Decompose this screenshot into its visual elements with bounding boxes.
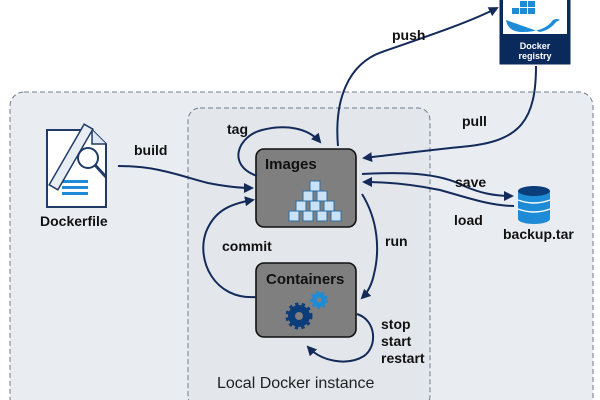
run-arrow [360, 193, 379, 300]
tag-arrow [237, 126, 322, 177]
save-label: save [455, 174, 487, 190]
database-icon [517, 186, 551, 224]
gear-icon [285, 291, 328, 330]
restart-label: restart [381, 350, 425, 366]
commit-label: commit [222, 238, 272, 254]
stacked-cubes-icon [288, 180, 342, 222]
tag-label: tag [227, 121, 248, 137]
dockerfile-label: Dockerfile [40, 213, 108, 229]
push-arrow [336, 7, 499, 147]
build-arrow [117, 165, 254, 193]
local-docker-instance-label: Local Docker instance [217, 375, 375, 392]
commit-arrow [202, 196, 257, 299]
images-label: Images [265, 156, 317, 173]
run-label: run [385, 233, 408, 249]
containers-label: Containers [266, 271, 345, 288]
backup-tar-label: backup.tar [503, 226, 574, 242]
load-label: load [454, 212, 483, 228]
start-label: start [381, 333, 412, 349]
stop-start-restart-arrow [306, 313, 374, 363]
push-label: push [392, 27, 426, 43]
containers-box[interactable] [255, 262, 357, 338]
load-arrow [362, 177, 515, 207]
registry-label-line1: Docker [519, 41, 551, 51]
save-arrow [361, 172, 514, 201]
registry-label-line2: registry [518, 51, 552, 61]
whale-icon [506, 1, 560, 32]
magnifier-icon [77, 147, 108, 179]
build-label: build [134, 142, 168, 158]
ruler-icon [48, 123, 94, 191]
pull-label: pull [462, 113, 487, 129]
stop-label: stop [381, 316, 411, 332]
pull-arrow [362, 65, 537, 163]
